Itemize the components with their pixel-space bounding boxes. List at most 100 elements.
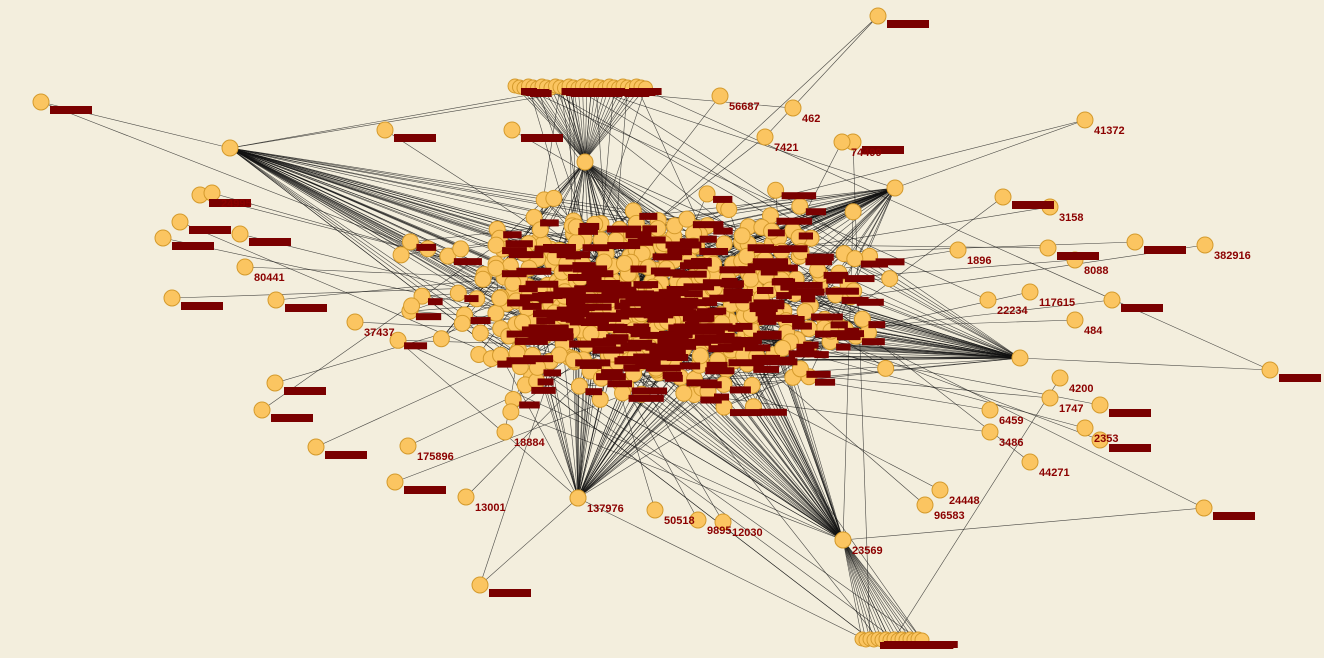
node-label: 12030 [732,527,763,539]
node-label-bar [585,312,611,320]
graph-node[interactable] [231,225,249,243]
graph-node[interactable] [869,7,887,25]
graph-node[interactable] [853,310,871,328]
graph-node[interactable] [471,324,489,342]
graph-node[interactable] [376,121,394,139]
graph-node[interactable] [503,121,521,139]
graph-node[interactable] [689,511,707,529]
graph-node[interactable] [742,270,760,288]
graph-node[interactable] [784,99,802,117]
graph-node[interactable] [1103,291,1121,309]
graph-node[interactable] [399,437,417,455]
graph-node[interactable] [491,289,509,307]
graph-node[interactable] [615,254,633,272]
node-label-bar [531,386,556,394]
graph-node[interactable] [266,374,284,392]
graph-node[interactable] [614,384,632,402]
graph-node[interactable] [981,401,999,419]
graph-node[interactable] [452,240,470,258]
graph-node[interactable] [846,250,864,268]
graph-node[interactable] [504,274,522,292]
graph-node[interactable] [834,531,852,549]
graph-node[interactable] [691,347,709,365]
graph-node[interactable] [32,93,50,111]
graph-node[interactable] [916,496,934,514]
hub-node[interactable] [221,139,239,157]
graph-node[interactable] [163,289,181,307]
graph-node[interactable] [550,346,568,364]
hub-node[interactable] [1011,349,1029,367]
graph-node[interactable] [1051,369,1069,387]
graph-node[interactable] [267,291,285,309]
graph-node[interactable] [1021,283,1039,301]
graph-node[interactable] [1091,396,1109,414]
graph-node[interactable] [733,227,751,245]
graph-node[interactable] [931,481,949,499]
graph-node[interactable] [154,229,172,247]
graph-node[interactable] [981,423,999,441]
graph-node[interactable] [1039,239,1057,257]
graph-node[interactable] [487,236,505,254]
graph-node[interactable] [203,184,221,202]
graph-node[interactable] [389,331,407,349]
graph-node[interactable] [487,259,505,277]
graph-node[interactable] [1066,311,1084,329]
graph-node[interactable] [569,489,587,507]
graph-node[interactable] [413,287,431,305]
graph-node[interactable] [236,258,254,276]
graph-node[interactable] [453,314,471,332]
graph-node[interactable] [678,210,696,228]
graph-node[interactable] [449,284,467,302]
graph-node[interactable] [171,213,189,231]
graph-node[interactable] [720,200,738,218]
graph-node[interactable] [392,246,410,264]
graph-node[interactable] [833,133,851,151]
graph-node[interactable] [432,330,450,348]
graph-node[interactable] [253,401,271,419]
graph-node[interactable] [307,438,325,456]
graph-node[interactable] [756,128,774,146]
graph-node[interactable] [457,488,475,506]
graph-node[interactable] [877,359,895,377]
graph-node[interactable] [545,189,563,207]
hub-node[interactable] [576,153,594,171]
graph-node[interactable] [791,197,809,215]
graph-node[interactable] [1195,499,1213,517]
graph-node[interactable] [1196,236,1214,254]
graph-node[interactable] [471,576,489,594]
hub-node[interactable] [886,179,904,197]
graph-node[interactable] [675,384,693,402]
graph-node[interactable] [401,233,419,251]
graph-node[interactable] [1126,233,1144,251]
graph-node[interactable] [844,203,862,221]
graph-node[interactable] [994,188,1012,206]
graph-node[interactable] [949,241,967,259]
graph-edge [554,85,586,161]
graph-node[interactable] [502,403,520,421]
graph-node[interactable] [346,313,364,331]
graph-node[interactable] [1091,431,1109,449]
graph-node[interactable] [386,473,404,491]
graph-node[interactable] [774,339,792,357]
graph-node[interactable] [403,297,421,315]
graph-node[interactable] [496,423,514,441]
graph-node[interactable] [1021,453,1039,471]
graph-node[interactable] [711,87,729,105]
graph-node[interactable] [979,291,997,309]
graph-node[interactable] [646,501,664,519]
graph-node[interactable] [1076,111,1094,129]
graph-edge [842,539,911,640]
graph-node[interactable] [698,185,716,203]
graph-node[interactable] [881,270,899,288]
graph-node[interactable] [714,513,732,531]
graph-node[interactable] [439,247,457,265]
graph-node[interactable] [1076,419,1094,437]
graph-node[interactable] [796,303,814,321]
graph-node[interactable] [1261,361,1279,379]
graph-node[interactable] [1041,389,1059,407]
graph-node[interactable] [767,181,785,199]
graph-node[interactable] [570,377,588,395]
graph-node[interactable] [474,270,492,288]
graph-node[interactable] [738,247,756,265]
